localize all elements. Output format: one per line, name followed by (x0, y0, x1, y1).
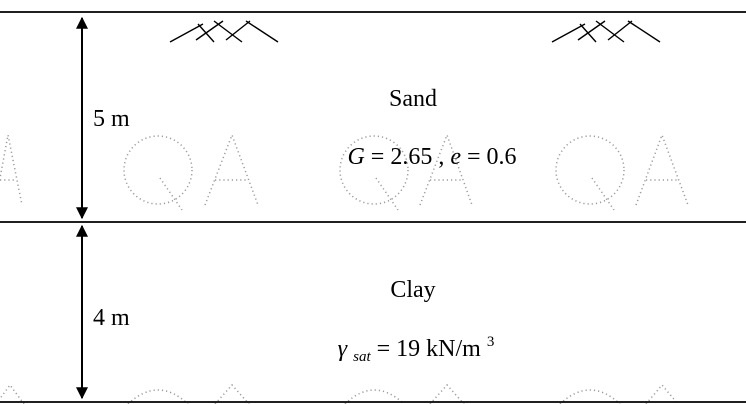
watermark (0, 132, 689, 404)
watermark-mark (555, 132, 689, 211)
specific-gravity-value: 2.65 (390, 144, 432, 170)
unit-weight-subscript: sat (353, 349, 371, 365)
unit-weight-value: 19 kN/m (396, 336, 481, 362)
specific-gravity-symbol: G (347, 144, 364, 170)
watermark-mark (0, 134, 23, 206)
unit-weight-symbol: γ (338, 336, 348, 362)
sand-thickness-label: 5 m (93, 106, 130, 132)
watermark-mark (0, 383, 679, 404)
unit-weight-exponent: 3 (487, 334, 495, 350)
sand-layer-name: Sand (389, 86, 437, 112)
clay-thickness-label: 4 m (93, 305, 130, 331)
sand-properties: G = 2.65 , e = 0.6 (347, 144, 516, 170)
ground-hatch-left (169, 20, 279, 43)
ground-hatch-right (551, 20, 661, 43)
watermark-mark (339, 132, 473, 211)
void-ratio-value: 0.6 (487, 144, 517, 170)
clay-layer-name: Clay (390, 277, 435, 303)
void-ratio-symbol: e (450, 144, 461, 170)
watermark-mark (123, 132, 259, 211)
clay-unit-weight: γ sat = 19 kN/m 3 (338, 334, 495, 367)
